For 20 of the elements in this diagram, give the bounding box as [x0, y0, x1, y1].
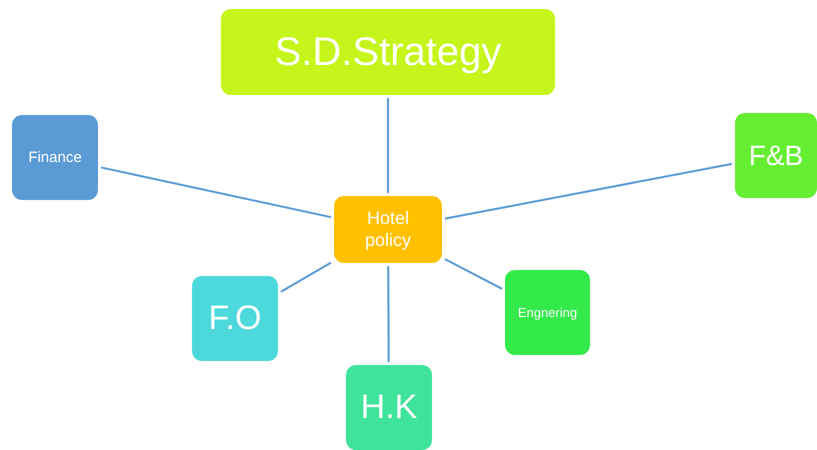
node-label: Finance: [28, 148, 82, 166]
connector-line: [444, 258, 502, 290]
connector-line: [444, 162, 732, 220]
node-label: F&B: [748, 138, 804, 172]
rounded-box: [346, 365, 432, 450]
node-label: H.K: [360, 387, 418, 428]
rounded-box: [735, 113, 817, 198]
rounded-box: [334, 196, 442, 263]
rounded-box: [12, 115, 98, 200]
node-label: F.O: [208, 298, 262, 339]
node-label: Hotel policy: [364, 208, 412, 252]
node-label: Engnering: [518, 304, 578, 320]
connector-line: [100, 166, 332, 218]
rounded-box: [221, 9, 555, 95]
connector-line: [280, 262, 332, 293]
connector-line: [387, 98, 389, 193]
rounded-box: [192, 276, 278, 361]
rounded-box: [505, 270, 590, 355]
node-label: S.D.Strategy: [274, 29, 502, 76]
connector-line: [387, 266, 390, 362]
